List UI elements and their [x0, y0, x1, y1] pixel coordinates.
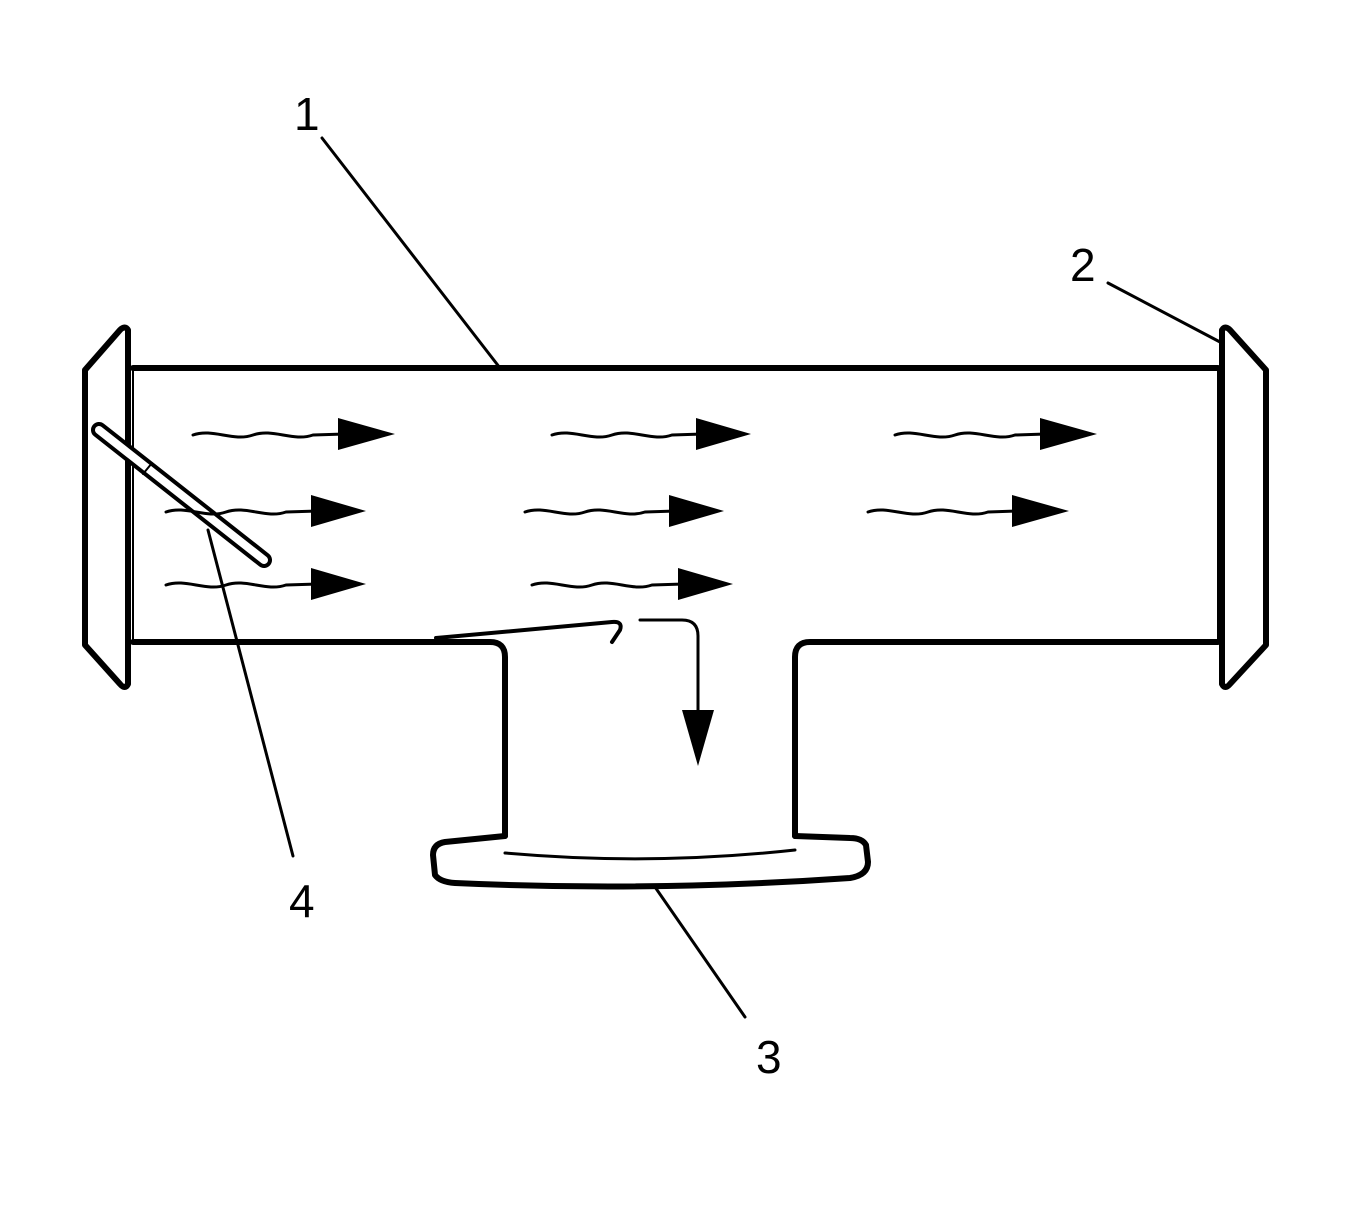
flow-arrow	[550, 418, 751, 450]
callout-4: 4	[289, 875, 315, 927]
right-flange	[1219, 324, 1269, 690]
flow-arrow	[164, 568, 366, 600]
callout-1: 1	[294, 88, 320, 140]
main-pipe	[130, 365, 1221, 839]
left-flange	[82, 324, 131, 690]
probe-rod	[91, 422, 272, 568]
leader-lines	[206, 136, 1222, 1019]
flow-arrow	[191, 418, 395, 450]
bottom-outlet-flange	[430, 833, 871, 890]
flow-arrow	[530, 568, 733, 600]
callout-2: 2	[1070, 239, 1096, 291]
flow-arrow	[164, 495, 366, 527]
flow-arrow	[523, 495, 724, 527]
flow-arrow	[866, 495, 1069, 527]
flow-arrow	[893, 418, 1097, 450]
flow-arrows	[164, 418, 1097, 766]
flow-arrow-down	[638, 618, 714, 766]
callout-3: 3	[756, 1031, 782, 1083]
baffle-plate	[434, 619, 623, 644]
